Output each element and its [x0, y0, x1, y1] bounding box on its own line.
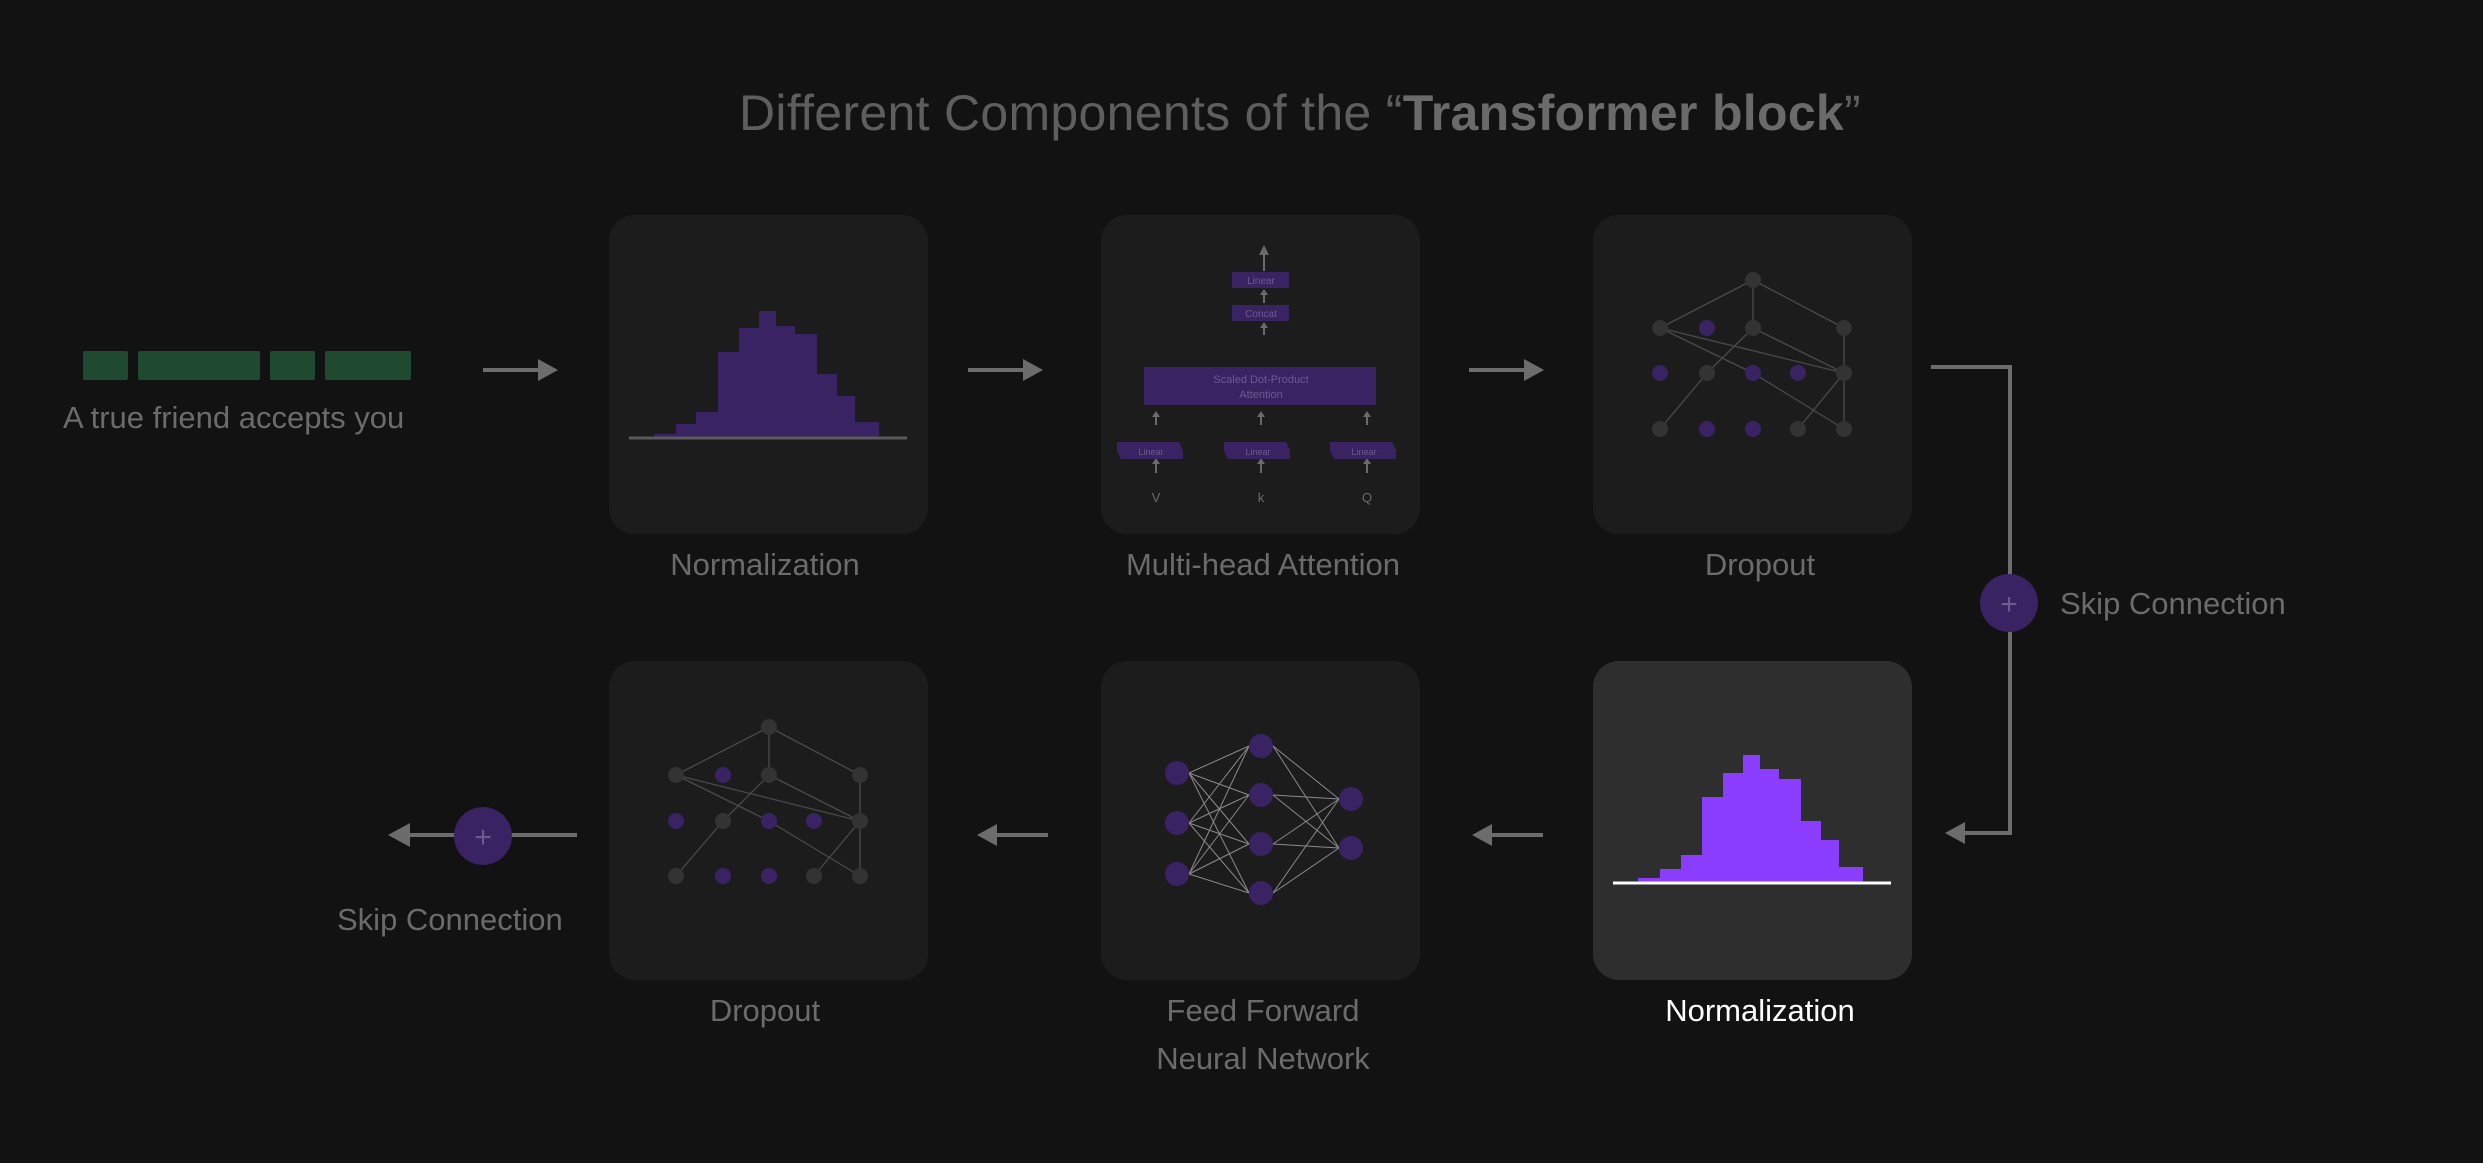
network-node [1249, 832, 1273, 856]
network-node [1249, 783, 1273, 807]
input-token [325, 351, 411, 380]
network-edge [1272, 794, 1340, 800]
network-edge [1272, 798, 1340, 894]
skip-add-circle-left [454, 807, 512, 865]
arrow-right-icon [538, 359, 558, 381]
normalization-label-active: Normalization [1665, 993, 1855, 1028]
histogram-icon [629, 311, 907, 440]
multi-head-attention-label: Multi-head Attention [1125, 547, 1400, 582]
sdpa-label-1: Scaled Dot-Product [1213, 374, 1308, 386]
network-node [1249, 881, 1273, 905]
network-edge [1188, 745, 1250, 875]
input-token [138, 351, 260, 380]
dropout-network-icon [668, 719, 868, 884]
network-edge [1188, 843, 1250, 875]
network-node [1165, 811, 1189, 835]
feed-forward-label-1: Feed Forward [1166, 993, 1360, 1028]
arrow-left-icon [977, 824, 997, 846]
k-input-label: k [1258, 490, 1265, 505]
title-prefix: Different Components of the “ [739, 85, 1403, 141]
network-edge [1188, 794, 1250, 875]
network-edge [1188, 873, 1250, 894]
feed-forward-card [1101, 661, 1420, 980]
network-node [1249, 734, 1273, 758]
dropout-card [1593, 215, 1912, 534]
histogram-icon [1613, 755, 1891, 885]
input-token [83, 351, 128, 380]
dropout-label-2: Dropout [709, 993, 821, 1028]
network-edge [1272, 847, 1340, 894]
linear-k-label: Linear [1245, 447, 1270, 457]
arrow-left-icon [388, 823, 410, 847]
input-sentence: A true friend accepts you [63, 400, 405, 435]
normalization-label: Normalization [670, 547, 860, 582]
skip-connection-label-left: Skip Connection [337, 902, 563, 937]
plus-icon: + [474, 821, 492, 854]
concat-label: Concat [1245, 309, 1277, 320]
linear-v-label: Linear [1138, 447, 1163, 457]
network-edge [1188, 822, 1250, 894]
normalization-card [609, 215, 928, 534]
arrow-left-icon [1945, 822, 1965, 844]
dropout-label: Dropout [1704, 547, 1816, 582]
network-edge [1272, 745, 1340, 800]
q-input-label: Q [1362, 490, 1372, 505]
network-node [1339, 787, 1363, 811]
v-input-label: V [1152, 490, 1161, 505]
title-emphasis: Transformer block [1402, 85, 1845, 141]
feed-forward-label-2: Neural Network [1156, 1041, 1370, 1076]
network-edge [1188, 822, 1250, 845]
network-edge [1188, 745, 1250, 824]
arrow-left-icon [1472, 824, 1492, 846]
page-title: Different Components of the “Transformer… [0, 84, 2483, 142]
linear-top-label: Linear [1247, 276, 1275, 287]
normalization-card-active [1593, 661, 1912, 980]
dropout-card-2 [609, 661, 928, 980]
network-node [1165, 761, 1189, 785]
input-token [270, 351, 315, 380]
title-suffix: ” [1844, 85, 1861, 141]
skip-connection-label-right: Skip Connection [2060, 586, 2286, 621]
multi-head-attention-card: Linear Concat Scaled Dot-Product Attenti… [1101, 215, 1420, 534]
sdpa-label-2: Attention [1239, 389, 1282, 401]
attention-diagram: Linear Concat Scaled Dot-Product Attenti… [1117, 245, 1396, 505]
arrow-right-icon [1023, 359, 1043, 381]
arrow-right-icon [1524, 359, 1544, 381]
dropout-network-icon [1652, 272, 1852, 437]
network-node [1339, 836, 1363, 860]
linear-q-label: Linear [1351, 447, 1376, 457]
feed-forward-network-icon [1165, 734, 1363, 905]
network-edge [1272, 798, 1340, 845]
network-edge [1188, 745, 1250, 774]
skip-add-circle-right [1980, 574, 2038, 632]
plus-icon: + [2000, 588, 2018, 621]
network-node [1165, 862, 1189, 886]
